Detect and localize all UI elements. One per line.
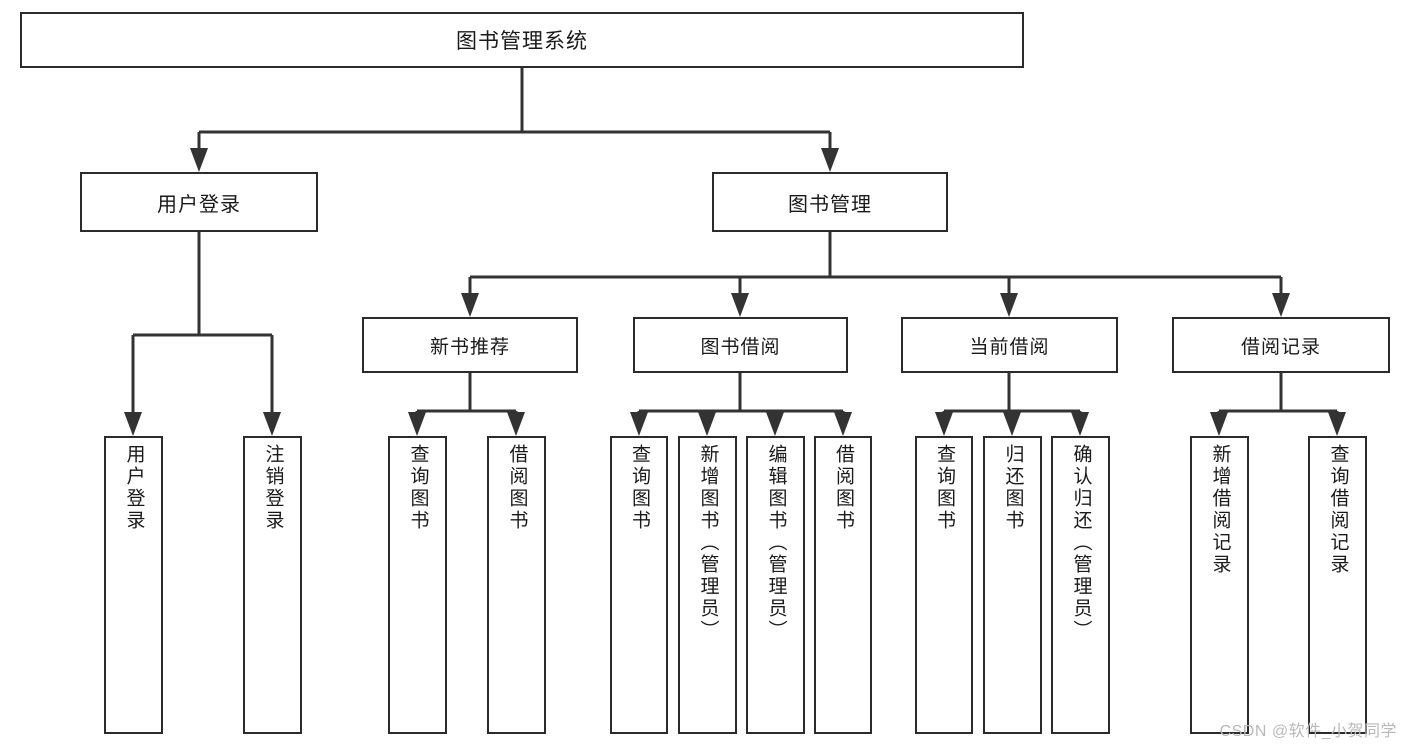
node-leaf-edit-book[interactable]: 编辑图书（管理员） <box>746 436 805 734</box>
arrow-head-icon <box>1000 293 1018 317</box>
node-new-book-recommend-label: 新书推荐 <box>429 336 510 358</box>
arrow-head-icon <box>1003 412 1021 436</box>
node-leaf-logout[interactable]: 注销登录 <box>243 436 302 734</box>
arrow-head-icon <box>698 412 716 436</box>
node-current-borrow-label: 当前借阅 <box>969 336 1050 358</box>
node-leaf-borrow-book-label: 借阅图书 <box>832 444 854 532</box>
node-leaf-add-book-label: 新增图书（管理员） <box>697 444 719 642</box>
arrow-head-icon <box>1210 412 1228 436</box>
node-leaf-query-book-current[interactable]: 查询图书 <box>915 436 973 734</box>
arrow-head-icon <box>1071 412 1089 436</box>
node-leaf-edit-book-label: 编辑图书（管理员） <box>765 444 787 642</box>
node-leaf-add-borrow-record-label: 新增借阅记录 <box>1209 444 1231 576</box>
node-leaf-return-book-label: 归还图书 <box>1002 444 1024 532</box>
arrow-head-icon <box>630 412 648 436</box>
arrow-head-icon <box>935 412 953 436</box>
node-leaf-query-book-recommend-label: 查询图书 <box>407 444 429 532</box>
node-leaf-return-book[interactable]: 归还图书 <box>983 436 1042 734</box>
node-borrow-record-label: 借阅记录 <box>1240 336 1321 358</box>
node-leaf-query-book-borrow[interactable]: 查询图书 <box>610 436 668 734</box>
arrow-head-icon <box>507 412 525 436</box>
arrow-head-icon <box>461 293 479 317</box>
arrow-head-icon <box>408 412 426 436</box>
node-leaf-confirm-return-label: 确认归还（管理员） <box>1070 444 1092 642</box>
arrow-head-icon <box>821 148 839 172</box>
arrow-head-icon <box>1272 293 1290 317</box>
node-new-book-recommend[interactable]: 新书推荐 <box>362 317 578 373</box>
arrow-head-icon <box>263 412 281 436</box>
node-borrow-record[interactable]: 借阅记录 <box>1172 317 1390 373</box>
node-user-login-label: 用户登录 <box>157 193 241 216</box>
arrow-head-icon <box>1328 412 1346 436</box>
arrow-head-icon <box>190 148 208 172</box>
node-leaf-logout-label: 注销登录 <box>262 444 284 532</box>
arrow-head-icon <box>124 412 142 436</box>
node-leaf-borrow-book-recommend-label: 借阅图书 <box>506 444 528 532</box>
node-leaf-query-borrow-record[interactable]: 查询借阅记录 <box>1308 436 1367 734</box>
arrow-head-icon <box>766 412 784 436</box>
node-book-management-label: 图书管理 <box>788 193 872 216</box>
node-leaf-query-book-borrow-label: 查询图书 <box>628 444 650 532</box>
node-leaf-add-borrow-record[interactable]: 新增借阅记录 <box>1190 436 1249 734</box>
node-leaf-user-login-label: 用户登录 <box>123 444 145 532</box>
node-leaf-query-book-current-label: 查询图书 <box>933 444 955 532</box>
arrow-head-icon <box>731 293 749 317</box>
node-book-borrow-label: 图书借阅 <box>700 336 781 358</box>
node-current-borrow[interactable]: 当前借阅 <box>901 317 1118 373</box>
node-leaf-borrow-book[interactable]: 借阅图书 <box>814 436 872 734</box>
node-leaf-query-book-recommend[interactable]: 查询图书 <box>388 436 447 734</box>
node-leaf-user-login[interactable]: 用户登录 <box>104 436 163 734</box>
node-leaf-add-book[interactable]: 新增图书（管理员） <box>678 436 737 734</box>
node-user-login[interactable]: 用户登录 <box>80 172 318 232</box>
arrow-head-icon <box>834 412 852 436</box>
node-book-management[interactable]: 图书管理 <box>712 172 948 232</box>
node-root-label: 图书管理系统 <box>456 30 588 53</box>
node-root[interactable]: 图书管理系统 <box>20 12 1024 68</box>
node-leaf-confirm-return[interactable]: 确认归还（管理员） <box>1051 436 1110 734</box>
node-leaf-borrow-book-recommend[interactable]: 借阅图书 <box>487 436 546 734</box>
node-leaf-query-borrow-record-label: 查询借阅记录 <box>1327 444 1349 576</box>
node-book-borrow[interactable]: 图书借阅 <box>633 317 848 373</box>
